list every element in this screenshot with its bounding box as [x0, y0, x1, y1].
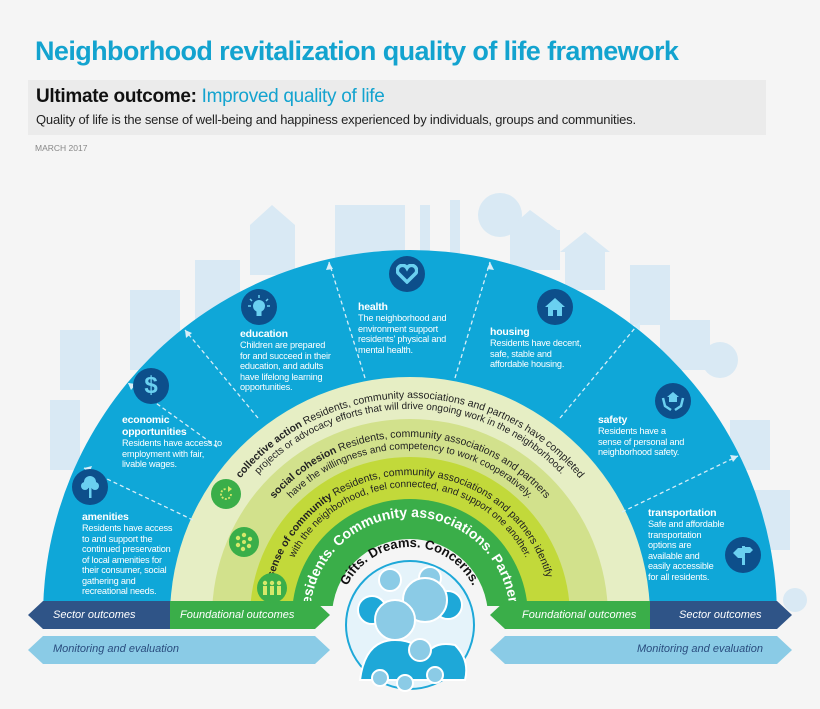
- sector-outcomes-label-left: Sector outcomes: [53, 609, 136, 621]
- house-icon: [537, 289, 573, 325]
- sector-outcomes-arrow-left: [28, 601, 170, 629]
- heart-icon: [389, 256, 425, 292]
- connector-arrowheads: [84, 262, 738, 474]
- monitoring-arrow-left: [28, 636, 330, 664]
- sector-outcomes-label-right: Sector outcomes: [679, 609, 762, 621]
- ultimate-outcome-value: Improved quality of life: [201, 86, 385, 107]
- community-people-icon: [345, 560, 475, 692]
- signpost-icon: [725, 537, 761, 573]
- outcome-arrows: [28, 601, 792, 664]
- ultimate-outcome-heading: Ultimate outcome: Improved quality of li…: [36, 86, 385, 108]
- monitoring-label-left: Monitoring and evaluation: [53, 643, 179, 655]
- ultimate-outcome-description: Quality of life is the sense of well-bei…: [36, 112, 636, 127]
- foundational-outcomes-arrow-left: [170, 601, 330, 629]
- cycle-arrow-icon: [211, 479, 241, 509]
- cityscape-background: [50, 193, 807, 612]
- tree-icon: [72, 469, 108, 505]
- foundational-outcomes-arrow-right: [490, 601, 650, 629]
- foundational-outcomes-label-right: Foundational outcomes: [522, 609, 637, 621]
- hands-house-icon: [655, 383, 691, 419]
- foundational-outcomes-label-left: Foundational outcomes: [180, 609, 295, 621]
- publication-date: MARCH 2017: [35, 143, 88, 153]
- monitoring-label-right: Monitoring and evaluation: [637, 643, 763, 655]
- group-circle-icon: [229, 527, 259, 557]
- page-title: Neighborhood revitalization quality of l…: [35, 36, 679, 66]
- sector-housing: housing Residents have decent,safe, stab…: [490, 326, 582, 369]
- sector-outcomes-arrow-right: [650, 601, 792, 629]
- ultimate-outcome-panel: Ultimate outcome: Improved quality of li…: [28, 80, 766, 135]
- people-holding-hands-icon: [257, 573, 287, 603]
- dollar-icon: $: [133, 368, 169, 404]
- monitoring-arrow-right: [490, 636, 792, 664]
- ultimate-outcome-label: Ultimate outcome:: [36, 86, 197, 107]
- lightbulb-icon: [241, 289, 277, 325]
